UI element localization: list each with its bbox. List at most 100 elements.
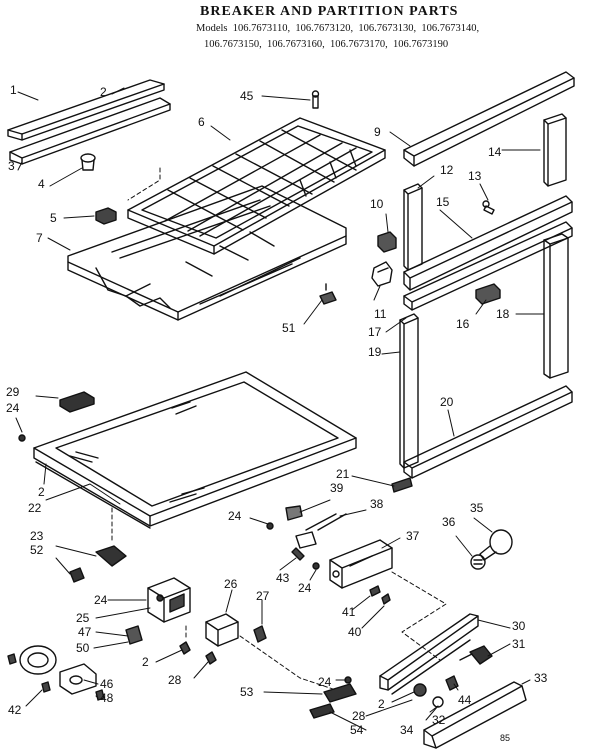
vertical-bar-19-part	[399, 313, 419, 469]
bracket-21-part	[391, 477, 413, 493]
screw-40-41-parts	[369, 585, 391, 605]
callout-c37: 37	[406, 529, 420, 543]
model-numbers: Models 106.7673110, 106.7673120, 106.767…	[196, 21, 606, 53]
callout-c31: 31	[512, 637, 526, 651]
callout-c25: 25	[76, 611, 90, 625]
grommet-part	[80, 153, 96, 171]
light-housing-part	[329, 539, 393, 589]
control-panel-frame-part	[379, 613, 479, 695]
vertical-bar-12-part	[403, 183, 423, 271]
model-numbers-line-2: 106.7673150, 106.7673160, 106.7673170, 1…	[204, 39, 449, 50]
partition-panel-part	[33, 371, 357, 529]
callout-c41: 41	[342, 605, 356, 619]
bulb-base-part	[470, 554, 486, 570]
screw-45-part	[311, 90, 320, 109]
callout-c19: 19	[368, 345, 382, 359]
callout-c50: 50	[76, 641, 90, 655]
part-53-54	[309, 683, 357, 719]
callout-c28a: 28	[168, 673, 182, 687]
callout-c36: 36	[442, 515, 456, 529]
callout-c33: 33	[534, 671, 548, 685]
callout-c2d: 2	[378, 697, 385, 711]
callout-c21: 21	[336, 467, 350, 481]
callout-c5: 5	[50, 211, 57, 225]
callout-c48: 48	[100, 691, 114, 705]
callout-c35: 35	[470, 501, 484, 515]
callout-c28b: 28	[352, 709, 366, 723]
callout-c40: 40	[348, 625, 362, 639]
light-assembly-part	[285, 505, 347, 549]
callout-c16: 16	[456, 317, 470, 331]
callout-c30: 30	[512, 619, 526, 633]
callout-c10: 10	[370, 197, 384, 211]
control-switch-part	[147, 577, 191, 623]
callout-c2b: 2	[38, 485, 45, 499]
mid-rail-part	[403, 195, 573, 291]
callout-c47: 47	[78, 625, 92, 639]
callout-c44: 44	[458, 693, 472, 707]
callout-c13: 13	[468, 169, 482, 183]
cover-29-part	[59, 391, 95, 413]
vertical-bar-18-part	[543, 233, 569, 379]
bottom-rail-part	[403, 385, 573, 479]
callout-c53: 53	[240, 685, 254, 699]
callout-c54: 54	[350, 723, 364, 737]
part-23-52	[69, 545, 127, 583]
callout-c3: 3	[8, 159, 15, 173]
screw-43-part	[291, 547, 305, 561]
callout-c6: 6	[198, 115, 205, 129]
callout-c29: 29	[6, 385, 20, 399]
callout-c38: 38	[370, 497, 384, 511]
callout-c27: 27	[256, 589, 270, 603]
leader-lines	[15, 87, 545, 731]
callout-c20: 20	[440, 395, 454, 409]
callout-c46: 46	[100, 677, 114, 691]
light-bulb-part	[479, 529, 513, 561]
vertical-bar-14-part	[543, 113, 567, 187]
callout-c24a: 24	[6, 401, 20, 415]
partition-top-rail-part	[403, 71, 575, 167]
callout-c22: 22	[28, 501, 42, 515]
knob-parts	[413, 675, 459, 708]
callout-c43: 43	[276, 571, 290, 585]
callout-c11: 11	[374, 307, 387, 321]
bracket-11-part	[371, 261, 393, 287]
callout-c15: 15	[436, 195, 450, 209]
callout-c26: 26	[224, 577, 238, 591]
clip-10-part	[377, 231, 397, 253]
callout-c1: 1	[10, 83, 17, 97]
bracket-26-part	[205, 613, 267, 647]
knob-31-part	[459, 645, 493, 665]
trim-strip-part	[7, 79, 165, 141]
callout-c39: 39	[330, 481, 344, 495]
callout-c42: 42	[8, 703, 22, 717]
trim-cover-part	[423, 681, 527, 749]
tray-strip-part	[9, 97, 171, 165]
thermostat-part	[7, 625, 143, 701]
callout-c17: 17	[368, 325, 382, 339]
callout-c24b: 24	[228, 509, 242, 523]
breaker-frame-part	[67, 185, 347, 321]
screw-28-parts	[179, 641, 217, 665]
callout-c24d: 24	[94, 593, 108, 607]
callout-c2c: 2	[142, 655, 149, 669]
lower-mid-rail-part	[403, 221, 573, 311]
callout-c32: 32	[432, 713, 446, 727]
block-part	[95, 207, 117, 225]
clip-16-part	[475, 283, 501, 305]
callout-c9: 9	[374, 125, 381, 139]
callout-c24c: 24	[298, 581, 312, 595]
callout-c14: 14	[488, 145, 502, 159]
model-numbers-line-1: Models 106.7673110, 106.7673120, 106.767…	[196, 23, 480, 34]
callout-c7: 7	[36, 231, 43, 245]
callout-c18: 18	[496, 307, 510, 321]
callout-c52: 52	[30, 543, 44, 557]
grommet-51-part	[319, 283, 337, 305]
callout-c45: 45	[240, 89, 254, 103]
callout-c4: 4	[38, 177, 45, 191]
callout-c2a: 2	[100, 85, 107, 99]
diagram-title: BREAKER AND PARTITION PARTS	[200, 4, 459, 19]
callout-c34: 34	[400, 723, 414, 737]
